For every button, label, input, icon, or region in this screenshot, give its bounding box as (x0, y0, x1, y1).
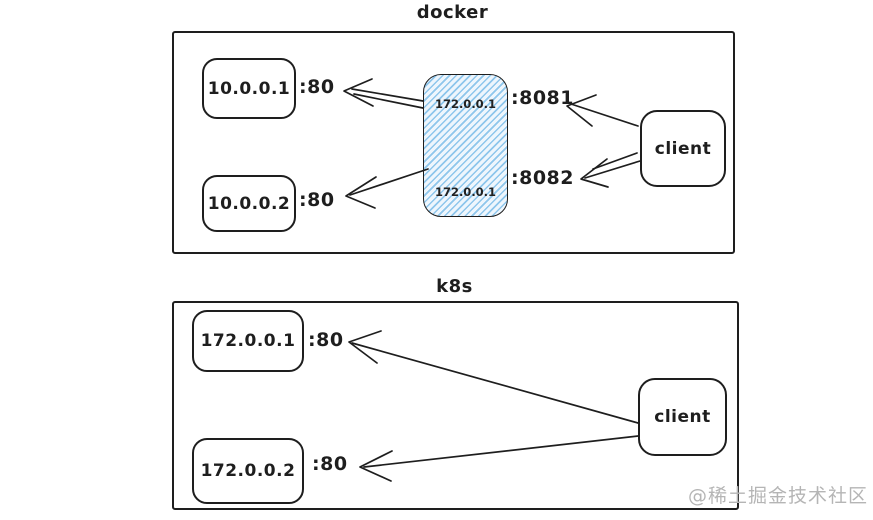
watermark: @稀土掘金技术社区 (688, 485, 869, 507)
docker-node-10001-label: 10.0.0.1 (207, 78, 291, 99)
k8s-frame (172, 301, 739, 510)
docker-proxy-port-8082: :8082 (511, 167, 574, 189)
docker-proxy-box: 172.0.0.1 172.0.0.1 (423, 74, 508, 217)
docker-proxy-port-8081: :8081 (511, 87, 574, 109)
docker-proxy-ip-bottom: 172.0.0.1 (434, 185, 497, 199)
k8s-client-label: client (654, 407, 711, 427)
docker-node-10002: 10.0.0.2 (202, 175, 296, 232)
k8s-node-172001: 172.0.0.1 (192, 310, 304, 372)
docker-proxy-ip-top: 172.0.0.1 (434, 97, 497, 111)
k8s-node-172001-label: 172.0.0.1 (200, 331, 296, 351)
docker-client-label: client (654, 138, 712, 159)
k8s-node-172002-label: 172.0.0.2 (200, 461, 296, 481)
k8s-client-node: client (638, 378, 727, 456)
k8s-node-172002-port: :80 (312, 453, 348, 475)
docker-node-10002-label: 10.0.0.2 (207, 193, 291, 214)
docker-node-10001: 10.0.0.1 (202, 58, 296, 119)
docker-frame (172, 31, 735, 254)
docker-node-10001-port: :80 (299, 76, 335, 98)
docker-node-10002-port: :80 (299, 189, 335, 211)
k8s-node-172001-port: :80 (308, 329, 344, 351)
docker-client-node: client (640, 110, 726, 187)
k8s-node-172002: 172.0.0.2 (192, 438, 304, 504)
docker-diagram-title: docker (416, 2, 489, 23)
k8s-diagram-title: k8s (436, 276, 473, 297)
